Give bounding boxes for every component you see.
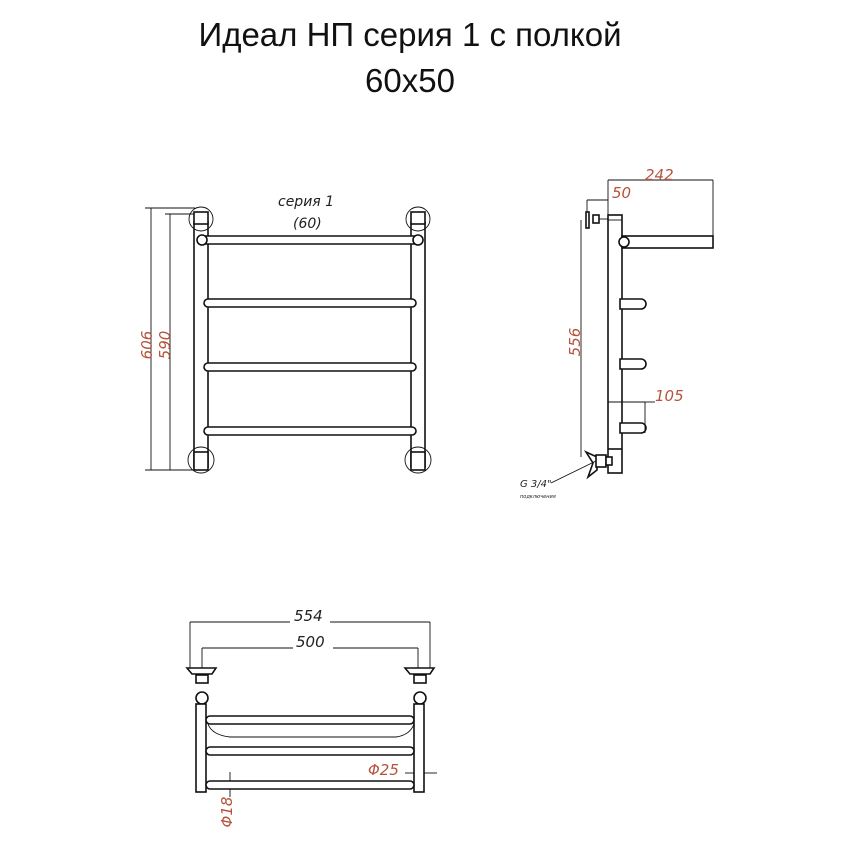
connection-label: G 3/4" <box>520 479 552 490</box>
series-label: серия 1 <box>278 194 334 210</box>
dim-242: 242 <box>645 166 674 184</box>
side-column <box>607 214 623 474</box>
drawing-subtitle: 60x50 <box>365 62 455 99</box>
connection-note: подключения <box>520 494 556 500</box>
dim-556: 556 <box>566 328 584 357</box>
front-view: серия 1 (60) 606 590 <box>138 194 432 474</box>
size-label: (60) <box>293 216 322 232</box>
bottom-left-column <box>195 703 207 793</box>
dim-105: 105 <box>655 387 684 405</box>
rung <box>203 298 417 308</box>
dim-phi18: Φ18 <box>218 797 236 828</box>
bottom-view: 554 500 Φ25 Φ18 <box>185 607 437 828</box>
dim-500: 500 <box>296 633 325 651</box>
rung <box>203 362 417 372</box>
hook <box>619 422 647 434</box>
shelf-bar <box>205 746 415 756</box>
bottom-rung <box>205 780 415 790</box>
dim-50: 50 <box>612 184 631 202</box>
bottom-right-column <box>413 703 425 793</box>
dim-554: 554 <box>294 607 323 625</box>
dim-606: 606 <box>138 331 156 360</box>
shelf-bar <box>205 715 415 725</box>
side-view: 242 50 556 105 G 3/4" подключения <box>520 166 714 500</box>
hook <box>619 298 647 310</box>
hook <box>619 358 647 370</box>
rung <box>199 235 421 245</box>
dim-phi25: Φ25 <box>368 761 399 779</box>
dim-590: 590 <box>156 331 174 360</box>
drawing-title: Идеал НП серия 1 с полкой <box>198 16 622 53</box>
shelf-side <box>621 235 714 249</box>
rung <box>203 426 417 436</box>
